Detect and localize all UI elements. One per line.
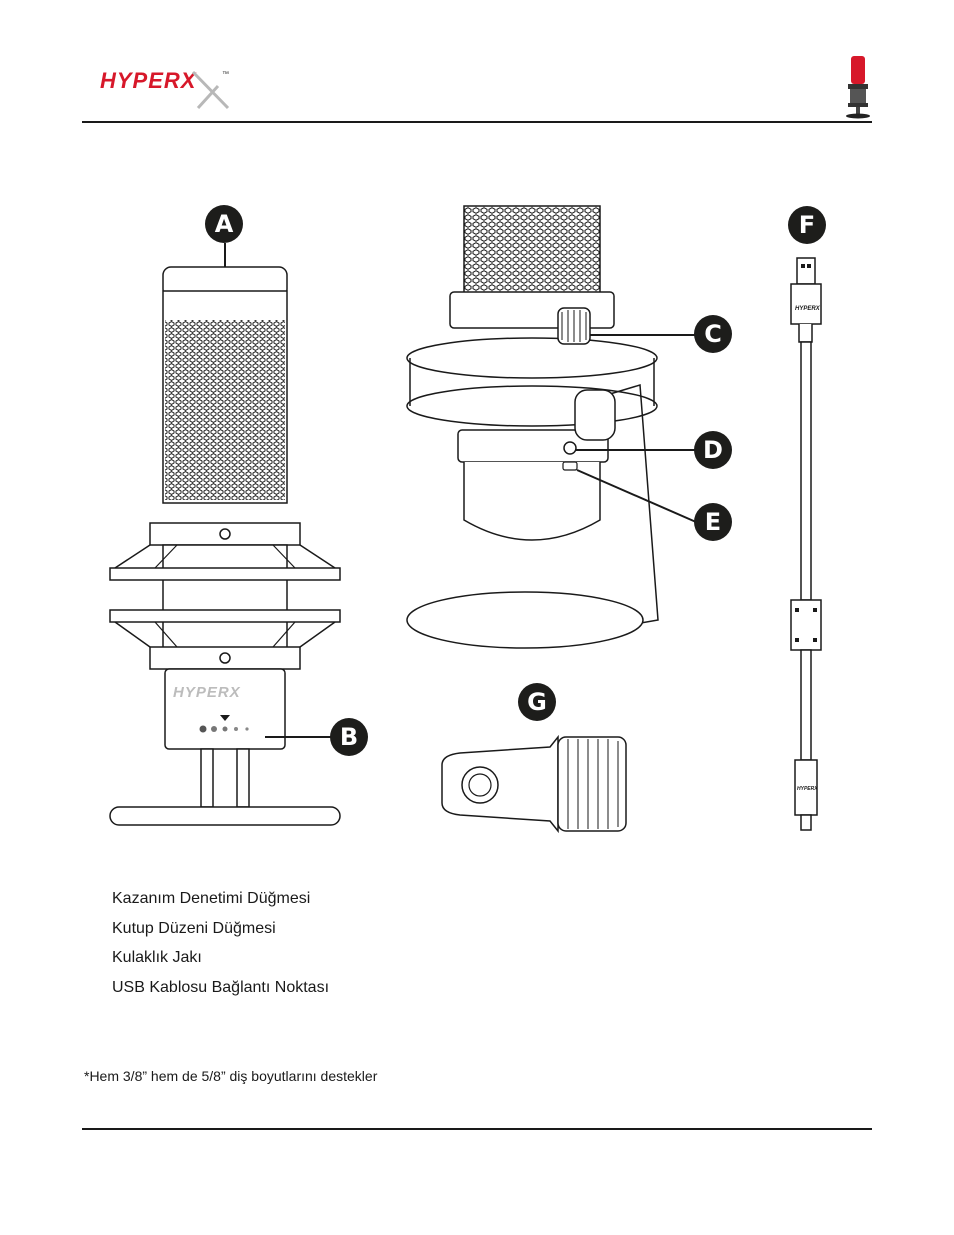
- svg-text:™: ™: [222, 71, 229, 78]
- microphone-side-view: [406, 205, 697, 649]
- legend-item-1: Kazanım Denetimi Düğmesi: [112, 890, 311, 907]
- thread-adapter: [441, 734, 627, 834]
- callout-d: D: [694, 431, 732, 469]
- microphone-thumbnail-icon: [846, 56, 870, 119]
- callout-f: F: [788, 206, 826, 244]
- mic-body-logo: HYPERX: [173, 684, 241, 701]
- header-divider: [82, 121, 872, 123]
- callout-c: C: [694, 315, 732, 353]
- legend-item-3: Kulaklık Jakı: [112, 949, 202, 966]
- usb-cable: HYPERX HYPERX: [790, 257, 822, 831]
- legend-item-2: Kutup Düzeni Düğmesi: [112, 920, 276, 937]
- cable-brand-top: HYPERX: [795, 306, 821, 312]
- logo-wordmark: HYPERX: [100, 68, 197, 93]
- callout-e: E: [694, 503, 732, 541]
- footer-divider: [82, 1128, 872, 1130]
- legend-item-4: USB Kablosu Bağlantı Noktası: [112, 979, 330, 996]
- hyperx-logo: HYPERX ™: [100, 68, 230, 110]
- microphone-front-view: HYPERX: [109, 243, 341, 826]
- callout-a: A: [205, 205, 243, 243]
- footnote: *Hem 3/8” hem de 5/8” diş boyutlarını de…: [84, 1068, 378, 1084]
- cable-brand-bottom: HYPERX: [797, 786, 818, 792]
- callout-b: B: [330, 718, 368, 756]
- callout-g: G: [518, 683, 556, 721]
